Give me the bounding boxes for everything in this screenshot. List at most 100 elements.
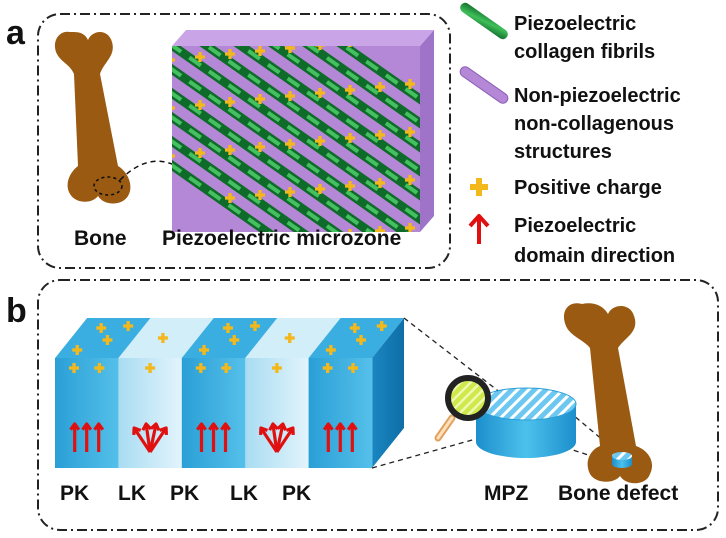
charge-plus <box>225 97 235 107</box>
charge-plus <box>315 88 325 98</box>
fibril <box>165 7 420 201</box>
charge-plus <box>145 363 156 373</box>
charge-plus <box>325 345 336 355</box>
charge-plus <box>249 321 260 331</box>
connector-1 <box>403 317 511 401</box>
zone-label-5: PK <box>282 482 311 505</box>
domain-arrow <box>81 422 93 452</box>
charge-plus <box>172 58 175 62</box>
legend-collagen-line2: collagen fibrils <box>514 41 655 63</box>
panel-a-frame <box>37 13 451 269</box>
charge-plus <box>405 79 415 89</box>
fibril <box>302 46 445 134</box>
charge-plus <box>347 363 358 373</box>
fibril <box>172 106 352 232</box>
domain-arrow <box>208 422 219 452</box>
panel-b-frame <box>37 279 719 531</box>
legend-charge-icon <box>470 178 488 196</box>
bone-defect-marker <box>612 452 632 468</box>
legend-noncollagen-line3: structures <box>514 141 612 163</box>
charge-plus <box>345 277 355 287</box>
charge-plus <box>315 136 325 146</box>
charge-plus <box>255 142 265 152</box>
charge-plus <box>222 323 233 333</box>
charge-plus <box>315 46 325 50</box>
charge-plus <box>69 363 80 373</box>
legend-collagen-line1: Piezoelectric <box>514 13 636 35</box>
legend-domain-line2: domain direction <box>514 245 675 267</box>
legend-noncollagen-swatch <box>459 66 509 104</box>
charge-plus <box>315 184 325 194</box>
charge-plus <box>349 323 360 333</box>
charge-plus <box>375 130 385 140</box>
block-side <box>372 318 404 468</box>
domain-arrow <box>132 426 152 453</box>
fibril <box>336 46 420 105</box>
charge-plus <box>195 52 205 62</box>
fibril <box>195 4 420 177</box>
block-charges <box>69 321 387 373</box>
charge-plus <box>376 321 387 331</box>
magnifier-icon <box>434 375 491 442</box>
bone-b <box>563 303 653 484</box>
domain-arrow <box>148 426 168 453</box>
charge-plus <box>123 321 134 331</box>
domain-arrow <box>148 422 161 453</box>
charge-plus <box>195 4 205 14</box>
charge-plus <box>255 190 265 200</box>
domain-arrow <box>275 426 295 453</box>
charge-plus <box>172 106 175 110</box>
charge-plus <box>405 175 415 185</box>
domain-arrow <box>268 422 279 453</box>
fibril <box>172 135 445 326</box>
charge-plus <box>375 82 385 92</box>
bone-a-zoom-marker <box>93 176 123 196</box>
bone-a <box>54 31 131 204</box>
defect-label: Bone defect <box>558 482 678 505</box>
pk-lk-block <box>55 318 404 468</box>
charge-plus <box>94 363 105 373</box>
legend-arrow-icon <box>468 214 490 244</box>
charge-plus <box>435 316 445 326</box>
domain-arrow <box>196 422 207 452</box>
microzone-label: Piezoelectric microzone <box>162 227 401 250</box>
charge-plus <box>356 335 367 345</box>
charge-plus <box>225 49 235 59</box>
charge-plus <box>165 7 175 17</box>
charge-plus <box>348 46 352 47</box>
charge-plus <box>72 345 83 355</box>
charge-plus <box>285 91 295 101</box>
legend-noncollagen-line2: non-collagenous <box>514 113 674 135</box>
mpz-label: MPZ <box>484 482 529 505</box>
charge-plus <box>285 139 295 149</box>
legend-noncollagen-line1: Non-piezoelectric <box>514 85 681 107</box>
charge-plus <box>225 193 235 203</box>
charge-plus <box>225 145 235 155</box>
charge-plus <box>225 1 235 11</box>
charge-plus <box>255 94 265 104</box>
domain-arrow <box>220 422 231 452</box>
zone-label-1: PK <box>60 482 89 505</box>
charge-plus <box>195 363 206 373</box>
charge-plus <box>157 333 168 343</box>
charge-plus <box>199 345 210 355</box>
legend-collagen-swatch <box>460 2 508 40</box>
domain-arrow <box>322 422 334 452</box>
microzone-top <box>172 30 434 46</box>
charge-plus <box>255 46 265 56</box>
charge-plus <box>229 335 240 345</box>
fibril <box>172 58 415 232</box>
domain-arrow <box>69 422 81 452</box>
zone-label-4: LK <box>230 482 258 505</box>
charge-plus <box>345 85 355 95</box>
panel-a-letter: a <box>6 14 26 52</box>
collagen-fibrils <box>165 1 445 326</box>
charge-plus <box>285 187 295 197</box>
block-arrows <box>69 422 358 453</box>
charge-plus <box>284 333 295 343</box>
charge-plus <box>435 124 445 134</box>
charge-plus <box>345 133 355 143</box>
charge-plus <box>195 100 205 110</box>
charge-plus <box>172 154 175 158</box>
